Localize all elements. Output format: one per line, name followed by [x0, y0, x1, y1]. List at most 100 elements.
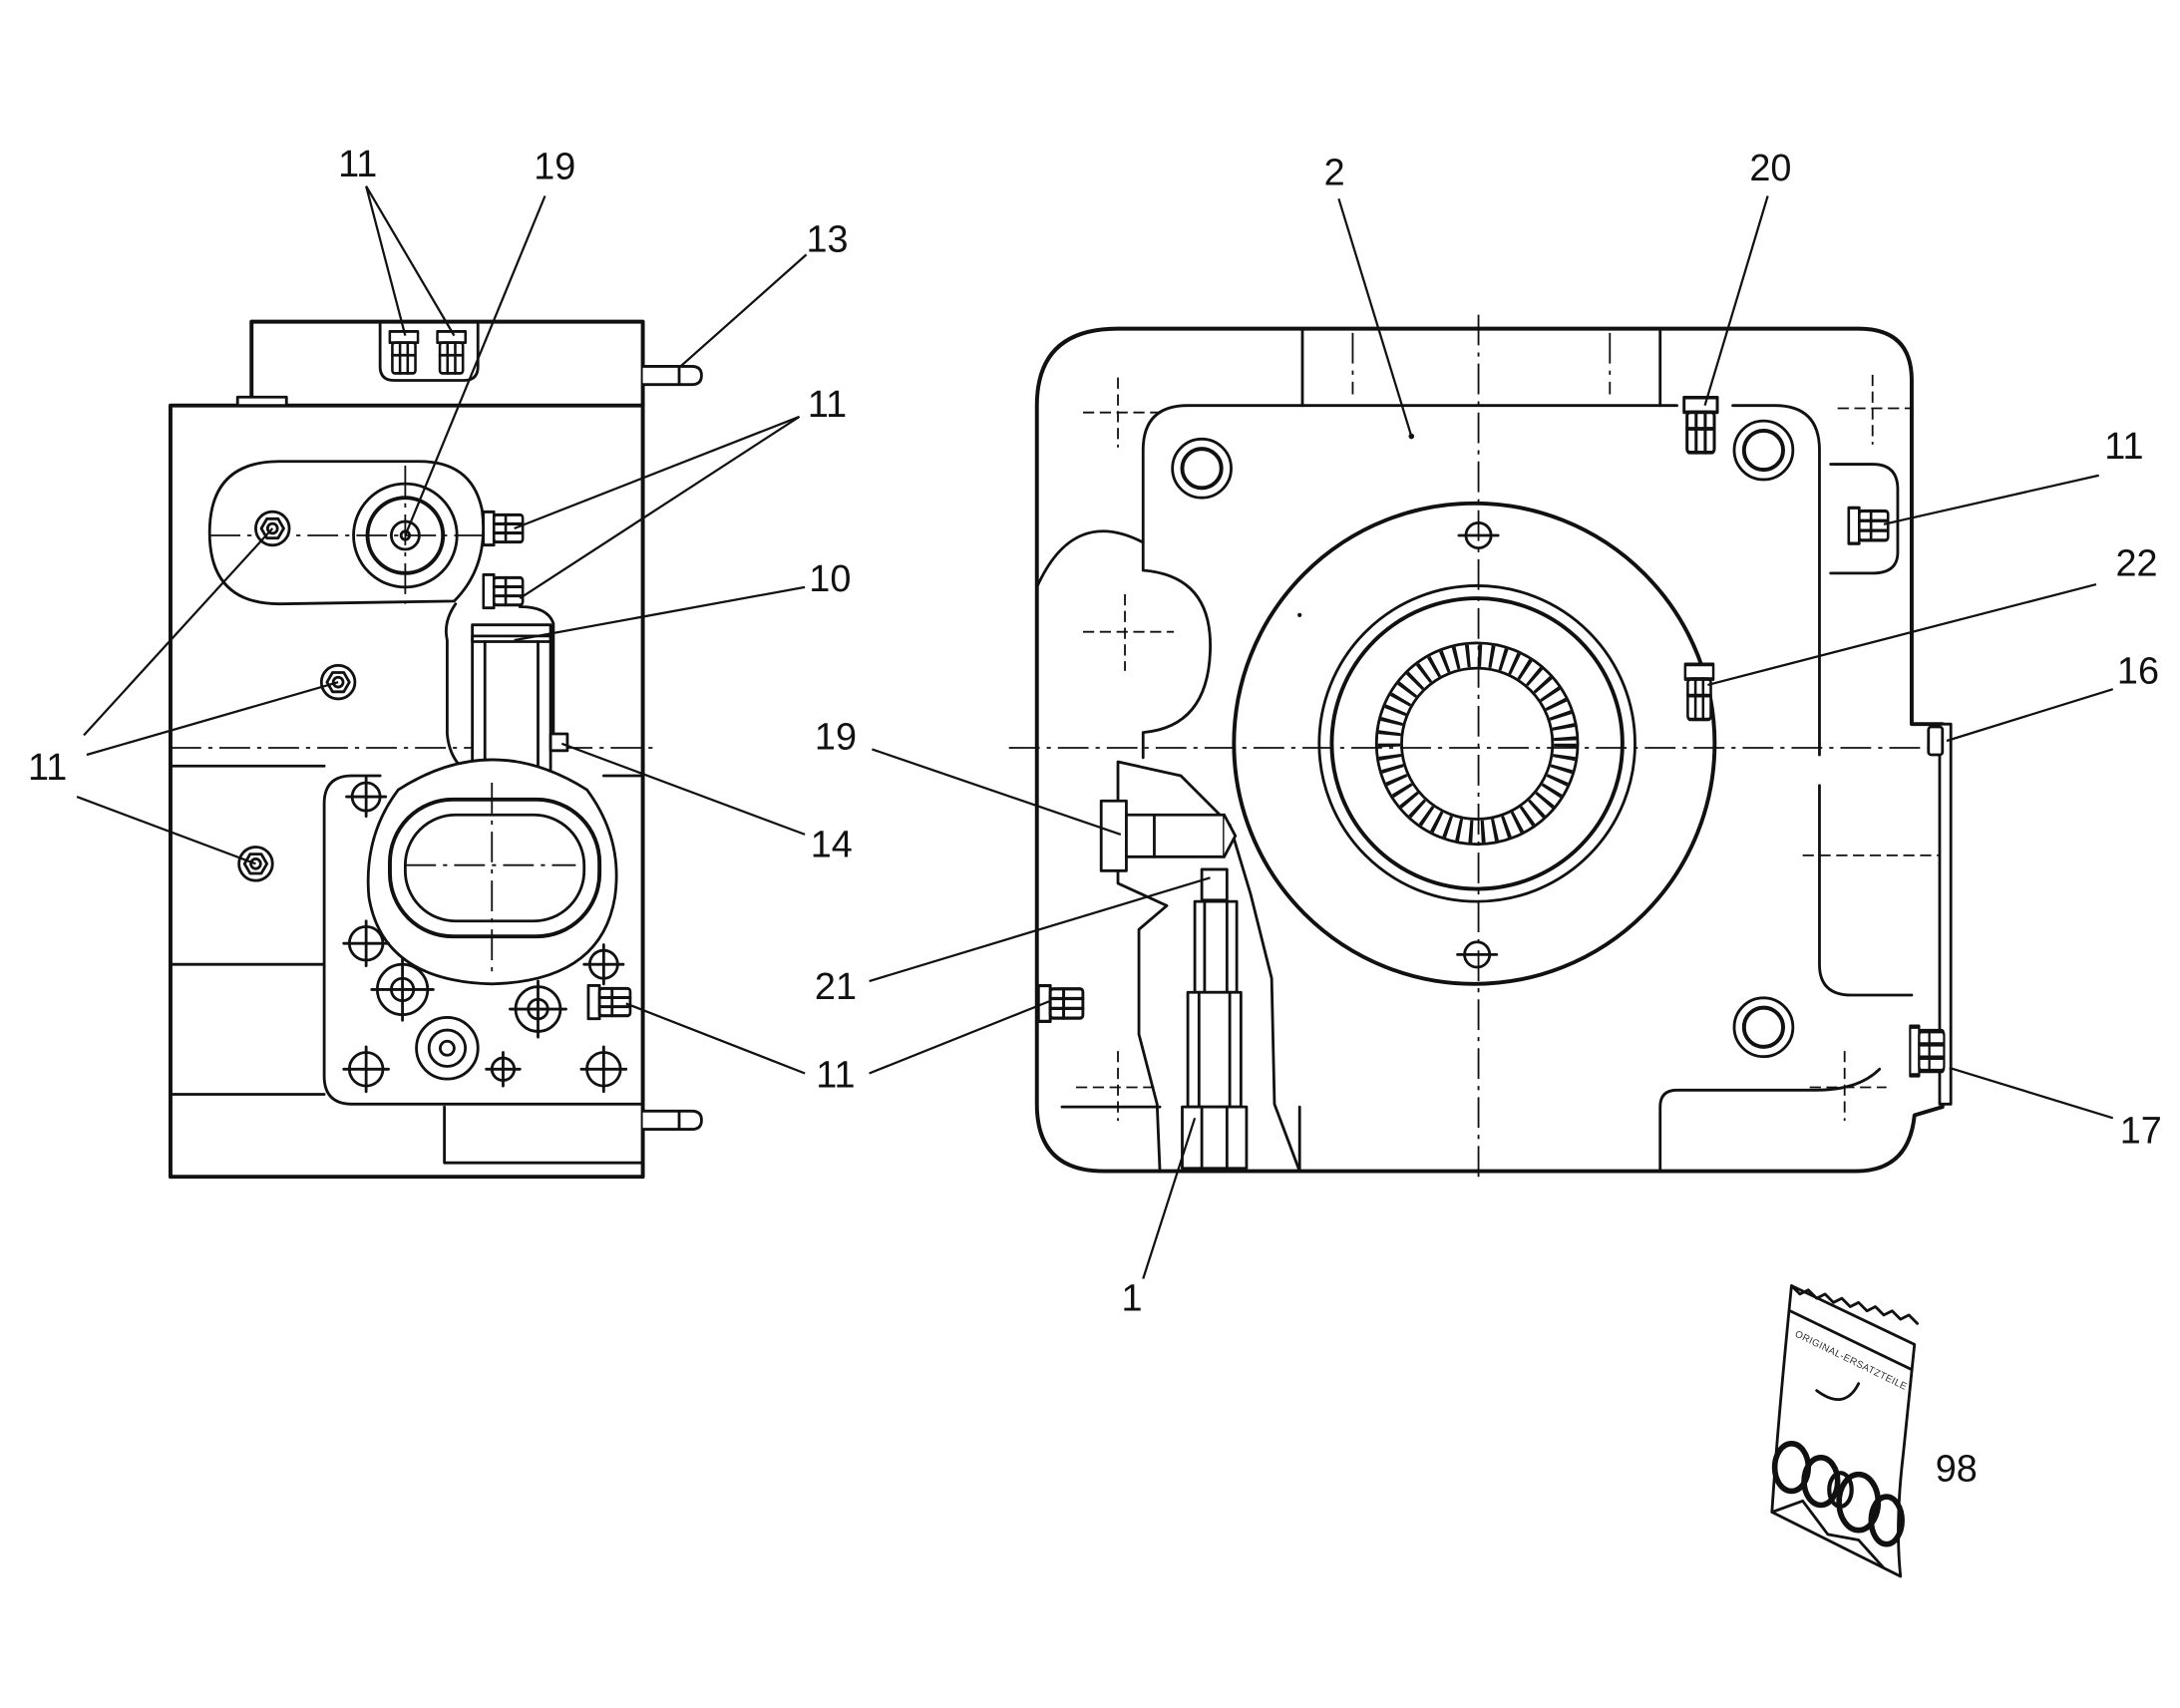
right-contour: [1818, 784, 1914, 997]
leader-line: [1883, 474, 2099, 525]
o-ring: [1801, 1455, 1841, 1509]
cover-screw: [1927, 725, 1945, 757]
leader-line: [76, 795, 256, 865]
callout-label: 20: [1749, 148, 1791, 189]
plug-screw-icon: [482, 572, 525, 610]
cover-plate: [1938, 722, 1953, 1106]
callout-label: 11: [28, 747, 67, 789]
top-tab: [235, 395, 288, 408]
plug-screw-icon: [586, 983, 632, 1021]
top-bolt-boss: [378, 323, 480, 382]
leader-line: [869, 999, 1052, 1075]
callout-label: 19: [815, 716, 857, 758]
hole-cross: [342, 1045, 390, 1094]
bolt-shank: [1186, 990, 1243, 1109]
bolt-tip: [1223, 813, 1238, 858]
leader-line: [1337, 197, 1413, 437]
leader-line: [1703, 195, 1769, 407]
bolt-head: [1099, 799, 1128, 872]
plug-screw-icon: [436, 330, 468, 375]
mounting-hole: [1171, 437, 1233, 500]
hole-crosshair: [1837, 374, 1912, 445]
port-oval-outer: [387, 797, 602, 939]
callout-label: 98: [1936, 1449, 1978, 1491]
side-lobe: [1035, 529, 1145, 589]
screw-head: [1200, 867, 1229, 902]
plug-screw-icon: [1682, 395, 1719, 455]
callout-label: 11: [816, 1055, 855, 1097]
leader-line: [86, 681, 339, 757]
leader-line: [1949, 1066, 2114, 1120]
round-plug-icon: [237, 846, 274, 882]
bag-crimp: [1790, 1284, 1919, 1325]
leader-line: [872, 748, 1122, 836]
mounting-flange: [1232, 501, 1717, 986]
spline-inner: [1400, 666, 1555, 821]
hole-core: [439, 1039, 456, 1057]
leader-lines: [76, 185, 2114, 1279]
pin-bottom: [641, 1109, 703, 1131]
spline-outer: [1374, 641, 1580, 847]
leader-line: [365, 185, 407, 336]
callout-label: 1: [1122, 1278, 1143, 1320]
hole: [415, 1016, 480, 1081]
spline-teeth: [1377, 644, 1577, 844]
leader-line: [560, 742, 806, 836]
pin-top: [641, 365, 703, 387]
port-oval-inner: [403, 813, 586, 923]
plug-screw-icon: [1847, 506, 1890, 545]
callout-label: 16: [2117, 651, 2159, 693]
screw-body: [1193, 899, 1239, 994]
callout-label: 2: [1324, 152, 1345, 193]
hole-cross: [345, 776, 388, 819]
leader-line: [1142, 1117, 1197, 1279]
plate-holes: [342, 776, 628, 1094]
hole-crosshair: [1075, 1051, 1161, 1122]
mounting-hole-inner: [1180, 447, 1224, 491]
plug-screw-icon: [1683, 662, 1715, 722]
callout-labels: 11 19 13 11 10 11 14 11 2 20 11 22 16 19…: [28, 144, 2162, 1491]
leader-line: [365, 185, 456, 337]
hole-cross: [342, 919, 390, 968]
bag-wrinkle: [1770, 1382, 1886, 1569]
leader-line: [514, 415, 800, 530]
callout-label: 21: [815, 966, 857, 1008]
screw-section: [1193, 867, 1239, 994]
long-bolt-section: [1181, 990, 1249, 1171]
hole-crosshair: [1809, 1051, 1887, 1122]
bolt-shank: [1125, 813, 1226, 858]
swivel-boss-contour: [207, 460, 486, 606]
o-ring: [1868, 1494, 1905, 1547]
callout-label: 10: [809, 558, 851, 600]
callout-label: 19: [534, 147, 575, 188]
pump-side-view: [168, 319, 703, 1180]
callout-label: 17: [2120, 1111, 2162, 1153]
leader-line: [83, 527, 274, 737]
mounting-hole-inner: [1741, 428, 1785, 473]
callout-label: 11: [2104, 426, 2143, 468]
hole-crosshair: [1082, 593, 1175, 671]
plug-screw-icon: [1910, 1027, 1944, 1076]
flange-contour: [1141, 404, 1821, 760]
leader-line: [519, 415, 801, 600]
plug-screw-icon: [388, 330, 420, 375]
bag-outline: [1770, 1284, 1917, 1578]
pilot-ring-outer: [1317, 584, 1636, 903]
callout-label: 11: [808, 384, 847, 426]
bottom-contour: [1060, 1067, 1882, 1173]
hole-cross: [370, 957, 435, 1022]
bolt-section: [1099, 799, 1238, 872]
hole-cross: [509, 979, 567, 1039]
mounting-hole-inner: [1741, 1005, 1785, 1049]
housing-outline: [168, 319, 645, 1180]
leader-line: [404, 195, 546, 536]
o-ring: [1827, 1471, 1854, 1510]
hole-cross: [485, 1051, 522, 1088]
housing-outline: [1034, 326, 1945, 1174]
pin: [548, 732, 569, 753]
housing-step-lines: [169, 764, 644, 1165]
leader-line: [625, 1002, 806, 1075]
mounting-hole: [1732, 419, 1795, 482]
hole-cross: [579, 1045, 628, 1094]
